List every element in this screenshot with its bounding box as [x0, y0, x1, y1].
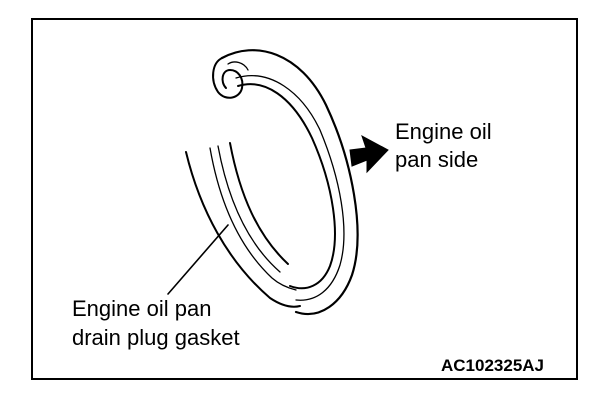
gasket-body-arc-3 [217, 145, 281, 273]
right-arrow-icon [349, 134, 389, 174]
gasket-label-line-1: Engine oil pan [72, 296, 212, 321]
figure-frame [31, 18, 578, 380]
gasket-label-line-2: drain plug gasket [72, 325, 240, 350]
gasket-leader-line [167, 224, 229, 295]
gasket-inner-edge-1 [237, 83, 336, 290]
gasket-lip [212, 57, 244, 99]
figure-code: AC102325AJ [441, 356, 545, 375]
gasket-inner-edge-2 [235, 75, 345, 301]
pan-side-label-line-1: Engine oil [395, 119, 492, 144]
pan-side-label-line-2: pan side [395, 147, 479, 172]
gasket-outer-edge [220, 49, 359, 316]
gasket-lip-inner [227, 61, 249, 71]
gasket-body-arc-1 [185, 151, 301, 308]
gasket-body-arc-2 [209, 147, 297, 291]
gasket-body-arc-4 [229, 142, 289, 265]
